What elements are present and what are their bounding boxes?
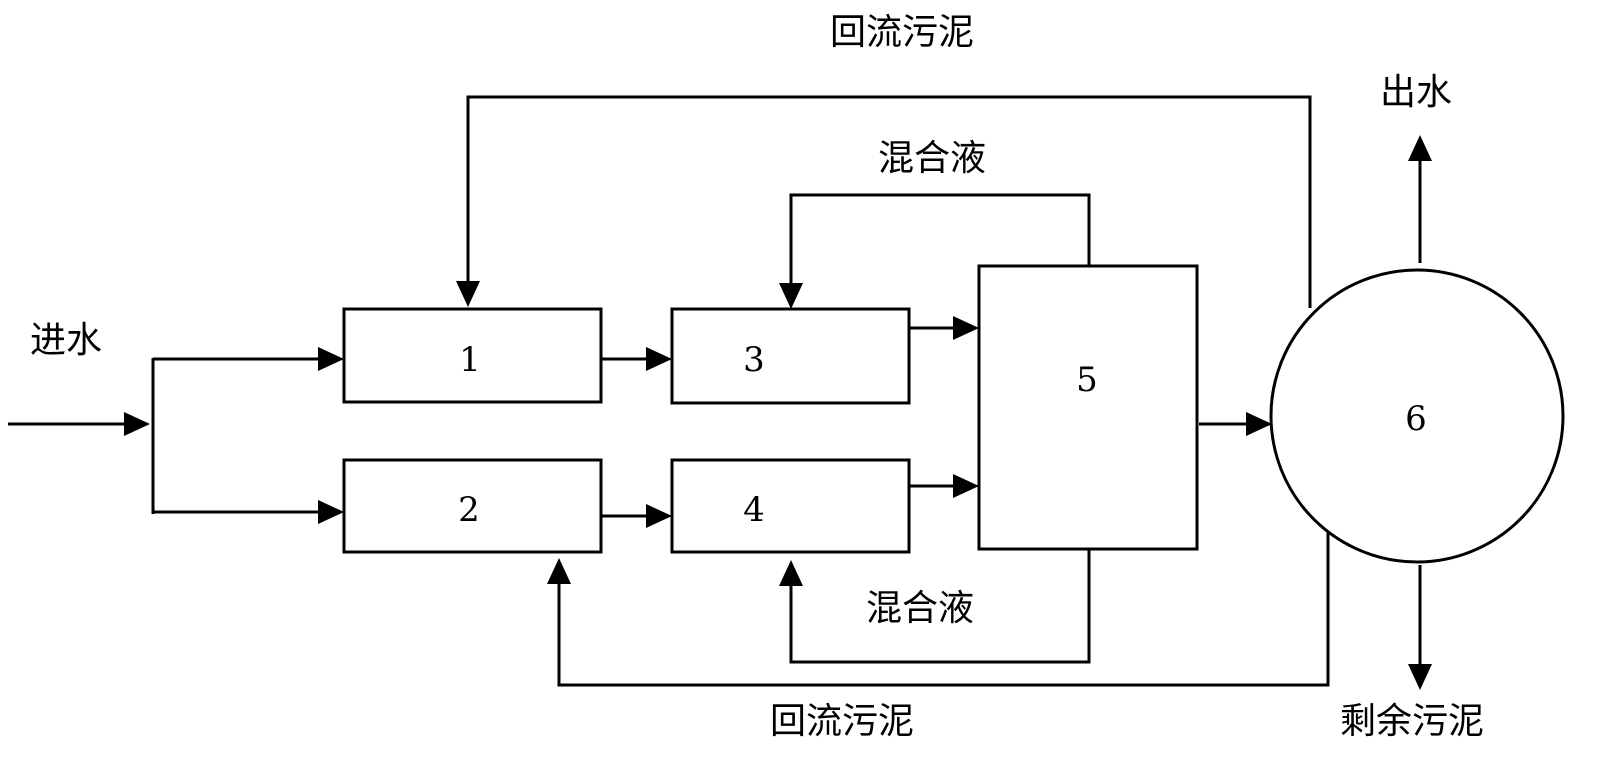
unit-6: 6 bbox=[1269, 268, 1565, 564]
unit-1: 1 bbox=[342, 307, 603, 404]
excess-sludge-label: 剩余污泥 bbox=[1340, 701, 1484, 742]
unit-3: 3 bbox=[670, 307, 911, 405]
return-sludge-label-top: 回流污泥 bbox=[830, 12, 974, 53]
flow-arrowhead-3-5 bbox=[953, 316, 979, 340]
mixed-liquor-label-top: 混合液 bbox=[878, 138, 986, 179]
feed-arrowhead-1 bbox=[318, 347, 344, 371]
unit-2: 2 bbox=[342, 458, 603, 554]
unit-4-label: 4 bbox=[743, 490, 765, 530]
unit-3-label: 3 bbox=[743, 340, 765, 380]
unit-1-label: 1 bbox=[459, 340, 481, 380]
unit-4: 4 bbox=[670, 458, 911, 554]
mixed-liquor-arrowhead-bottom bbox=[779, 560, 803, 586]
unit-2-label: 2 bbox=[458, 490, 480, 530]
effluent-label: 出水 bbox=[1380, 72, 1452, 113]
unit-3-box bbox=[670, 307, 911, 405]
unit-6-label: 6 bbox=[1405, 399, 1427, 439]
flow-arrowhead-1-3 bbox=[646, 347, 672, 371]
flow-arrowhead-2-4 bbox=[646, 504, 672, 528]
mixed-liquor-line-bottom bbox=[789, 549, 1091, 664]
flow-arrowhead-5-6 bbox=[1246, 412, 1272, 436]
unit-5-label: 5 bbox=[1076, 360, 1098, 400]
unit-2-box bbox=[342, 458, 603, 554]
return-sludge-line-bottom bbox=[557, 532, 1330, 687]
influent-label: 进水 bbox=[30, 320, 102, 361]
unit-4-box bbox=[670, 458, 911, 554]
influent-arrowhead bbox=[124, 412, 150, 436]
return-sludge-line-top bbox=[466, 95, 1312, 308]
effluent-arrowhead bbox=[1408, 135, 1432, 161]
mixed-liquor-line-top bbox=[789, 193, 1091, 287]
return-sludge-arrowhead-bottom bbox=[547, 558, 571, 584]
unit-5-box bbox=[977, 264, 1199, 551]
mixed-liquor-arrowhead-top bbox=[779, 283, 803, 309]
mixed-liquor-label-bottom: 混合液 bbox=[866, 588, 974, 629]
unit-6-circle bbox=[1269, 268, 1565, 564]
feed-arrowhead-2 bbox=[318, 500, 344, 524]
unit-1-box bbox=[342, 307, 603, 404]
unit-5: 5 bbox=[977, 264, 1199, 551]
return-sludge-arrowhead-top bbox=[456, 281, 480, 307]
flow-arrowhead-4-5 bbox=[953, 474, 979, 498]
excess-sludge-arrowhead bbox=[1408, 664, 1432, 690]
return-sludge-label-bottom: 回流污泥 bbox=[770, 701, 914, 742]
